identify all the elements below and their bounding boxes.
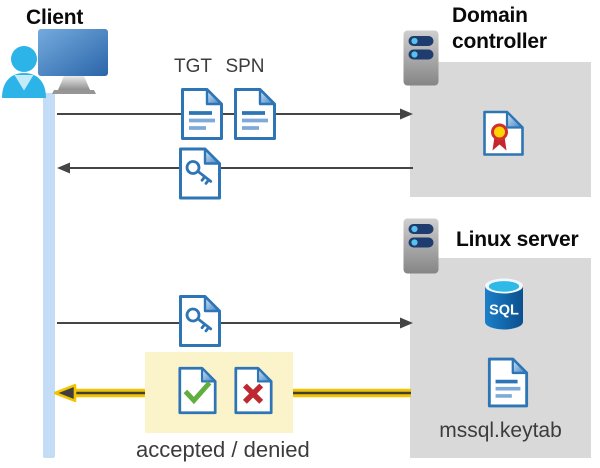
auth-arrow-right-icon (57, 317, 413, 329)
linux-server-label: Linux server (456, 228, 579, 251)
client-user-monitor-icon (2, 29, 108, 98)
tgt-label: TGT (174, 56, 212, 77)
client-lifeline-bar (43, 93, 55, 458)
key-document-icon (177, 146, 223, 201)
check-document-icon (178, 366, 217, 415)
cross-document-icon (234, 366, 273, 415)
server-icon (403, 30, 439, 86)
server-icon (403, 218, 439, 274)
monitor-icon (38, 29, 108, 94)
user-icon (2, 46, 46, 98)
key-document-icon (177, 294, 223, 348)
spn-label: SPN (225, 56, 265, 77)
domain-controller-label: Domain controller (452, 4, 547, 53)
request-arrow-right-icon (57, 108, 413, 120)
sql-database-icon: SQL (485, 278, 523, 330)
keytab-document-icon (487, 357, 529, 408)
result-label: accepted / denied (136, 437, 310, 462)
sql-badge-label: SQL (489, 303, 519, 319)
client-label: Client (26, 6, 84, 29)
spn-document-icon (234, 88, 276, 140)
response-arrow-left-icon (57, 162, 413, 174)
keytab-label: mssql.keytab (439, 419, 562, 442)
certificate-icon (483, 110, 524, 156)
tgt-document-icon (181, 88, 223, 140)
